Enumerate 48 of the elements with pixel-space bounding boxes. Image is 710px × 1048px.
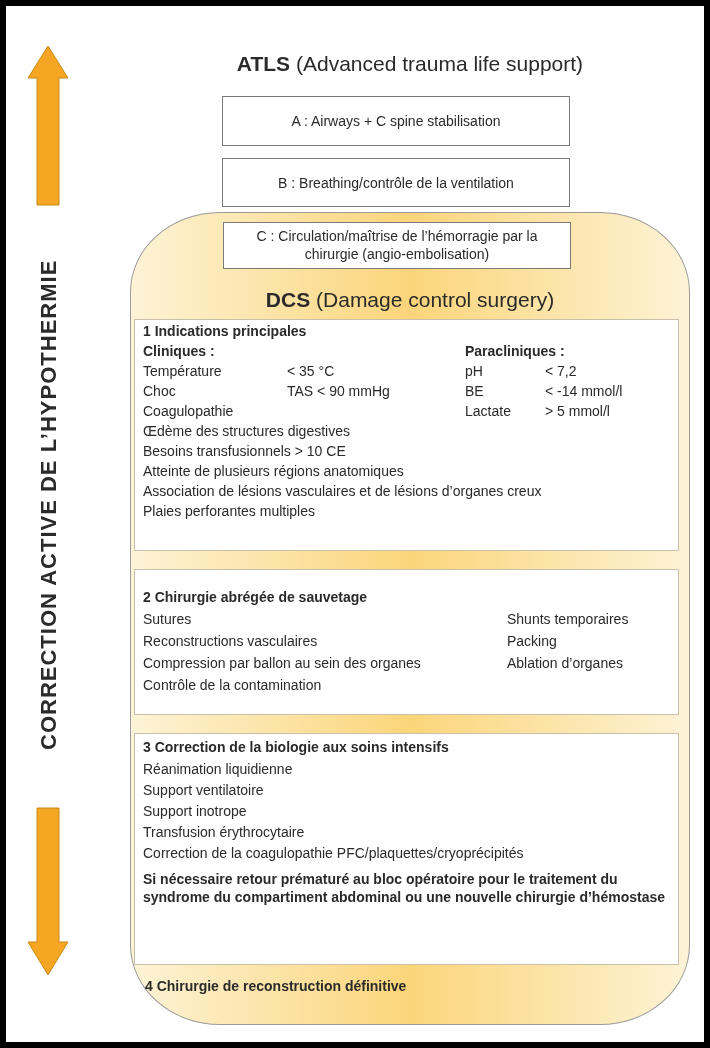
box-text: > 5 mmol/l [545,402,610,420]
box-text: Compression par ballon au sein des organes [143,654,421,672]
box-text: Cliniques : [143,342,215,360]
box-text: < 7,2 [545,362,577,380]
section-box [134,319,679,551]
box-text: Sutures [143,610,192,628]
box-text: C : Circulation/maîtrise de l’hémorragie par la chirurgie (angio-embolisation) [255,227,539,263]
box-text: Support inotrope [143,802,247,820]
box-text: Si nécessaire retour prématuré au bloc opératoire pour le traitement du syndrome du compartiment abdominal ou une nouvelle chirurgie d’hémostase [143,870,666,906]
heading: 1 Indications principales [143,322,307,340]
heading: DCS (Damage control surgery) [264,287,556,313]
box-text: Réanimation liquidienne [143,760,293,778]
step-box [222,158,570,207]
box-text: Transfusion érythrocytaire [143,823,305,841]
box-text: A : Airways + C spine stabilisation [290,112,502,130]
vertical-label: CORRECTION ACTIVE DE L’HYPOTHERMIE [36,258,62,752]
box-text: Plaies perforantes multiples [143,502,315,520]
section-box [134,569,679,715]
box-text: Atteinte de plusieurs régions anatomiques [143,462,404,480]
box-text: Lactate [465,402,511,420]
box-text: Température [143,362,222,380]
box-text: 4 Chirurgie de reconstruction définitive [145,977,407,995]
box-text: Contrôle de la contamination [143,676,322,694]
box-text: Paracliniques : [465,342,565,360]
box-text: TAS < 90 mmHg [287,382,390,400]
box-text: < -14 mmol/l [545,382,623,400]
box-text: Coagulopathie [143,402,234,420]
rounded-panel [130,212,690,1025]
box-text: Association de lésions vasculaires et de lésions d’organes creux [143,482,542,500]
box-text: Support ventilatoire [143,781,264,799]
box-text: BE [465,382,484,400]
box-text: Correction de la coagulopathie PFC/plaquettes/cryoprécipités [143,844,524,862]
step-box [222,96,570,146]
box-text: Reconstructions vasculaires [143,632,318,650]
heading: 3 Correction de la biologie aux soins intensifs [143,738,449,756]
box-text: Shunts temporaires [507,610,629,628]
box-text: Choc [143,382,176,400]
box-text: Packing [507,632,557,650]
box-text: Besoins transfusionnels > 10 CE [143,442,346,460]
heading: 2 Chirurgie abrégée de sauvetage [143,588,368,606]
box-text: < 35 °C [287,362,335,380]
section-box [134,733,679,965]
box-text: Œdème des structures digestives [143,422,350,440]
box-text: B : Breathing/contrôle de la ventilation [277,174,515,192]
title: ATLS (Advanced trauma life support) [235,52,585,76]
box-text: Ablation d’organes [507,654,623,672]
step-box [223,222,571,269]
box-text: pH [465,362,483,380]
